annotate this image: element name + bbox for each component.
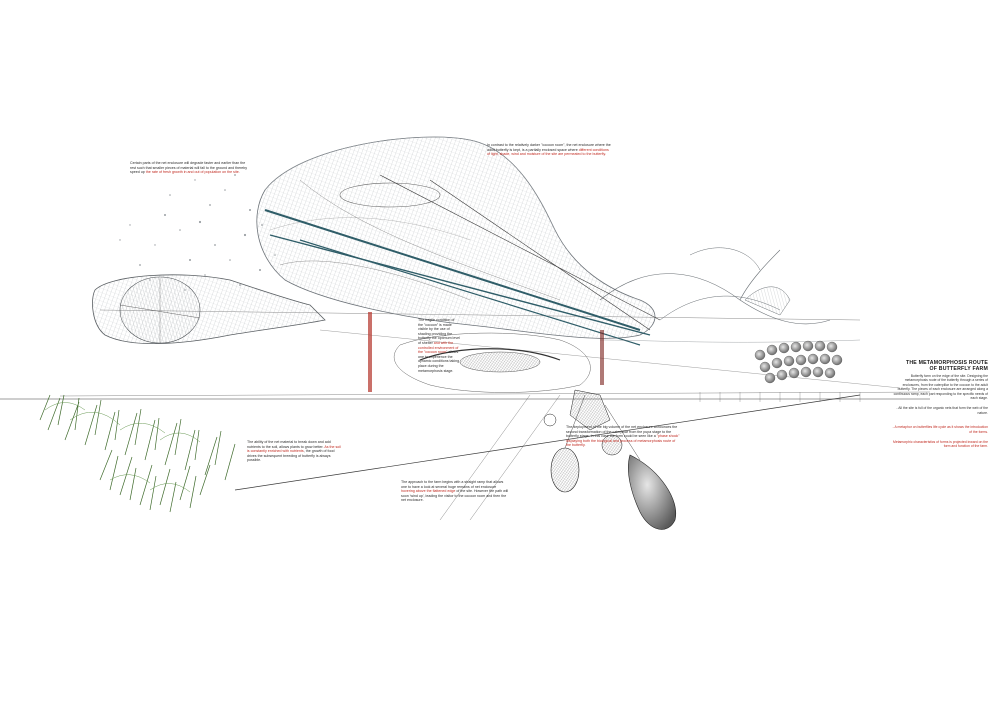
side-text: Butterfly farm on the edge of the site. …: [890, 374, 988, 449]
horizon-ticks: [699, 392, 861, 402]
foliage-cluster: [39, 394, 236, 513]
side-body: Butterfly farm on the edge of the site. …: [893, 374, 988, 401]
cocoon-room: [368, 312, 604, 393]
net-enclosure-right: [599, 247, 861, 343]
side-note: - All the site is full of the organic ne…: [896, 406, 988, 415]
side-red-2: Metamorphic characteristics of forms is …: [893, 440, 988, 449]
note-lower-right: The deployment of the big volume of the …: [566, 425, 680, 448]
note-lower-mid: The approach to the farm begins with a s…: [401, 480, 509, 503]
cocoon-domes: [754, 340, 843, 384]
teal-beams: [264, 174, 661, 346]
ramp-line: [234, 394, 861, 491]
side-red-1: - A metaphor on butterflies life cycle a…: [892, 425, 988, 434]
note-top-left: Certain parts of the net enclosure will …: [130, 161, 248, 175]
hanging-pods: [543, 389, 677, 530]
title-line-2: OF BUTTERFLY FARM: [929, 366, 988, 372]
title-line-1: THE METAMORPHOSIS ROUTE: [905, 360, 988, 366]
note-lower-left: The ability of the net material to break…: [247, 440, 341, 463]
tube-pod-left: [92, 274, 326, 345]
title-block: THE METAMORPHOSIS ROUTE OF BUTTERFLY FAR…: [892, 360, 988, 372]
particle-scatter: [119, 174, 276, 291]
note-top-center: In contrast to the relatively darker "co…: [487, 143, 611, 157]
net-enclosure-main: [256, 136, 656, 339]
note-mid-fragile: The fragile condition of the "cocoon" is…: [418, 318, 460, 373]
